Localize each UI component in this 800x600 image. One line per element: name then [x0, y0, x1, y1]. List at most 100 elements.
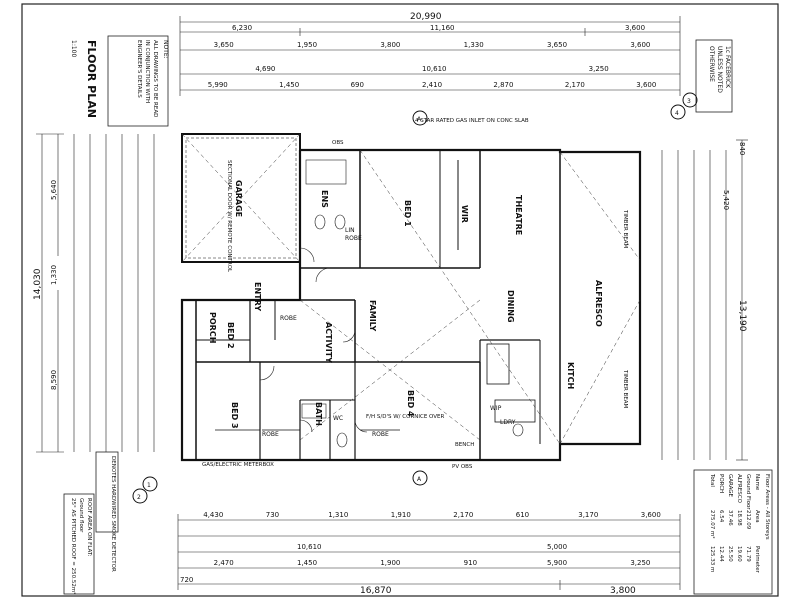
- svg-text:UNLESS NOTED: UNLESS NOTED: [716, 46, 723, 93]
- area-table-cell: 71.79: [745, 546, 751, 562]
- svg-text:Floor Areas - All Storeys: Floor Areas - All Storeys: [764, 474, 770, 540]
- top-row3-label: 4,690: [255, 65, 275, 73]
- top-row4-label: 690: [351, 81, 364, 89]
- bot-row3-label: 1,900: [380, 559, 400, 567]
- top-row2-label: 3,800: [380, 41, 400, 49]
- fh-cornice-note: F/H S/D'S W/ CORNICE OVER: [366, 414, 445, 420]
- top-row2-label: 3,600: [630, 41, 650, 49]
- top-row4-label: 2,870: [493, 81, 513, 89]
- area-table: Floor Areas - All Storeys NameAreaPerime…: [693, 469, 773, 595]
- dim-right-overall: 13,190: [737, 300, 747, 332]
- left-dimensions: [36, 133, 155, 453]
- gas-inlet-note: 4 STAR RATED GAS INLET ON CONC SLAB: [415, 118, 529, 124]
- top-row4-label: 2,170: [565, 81, 585, 89]
- note-line-2: IN CONJUNCTION WITH: [144, 40, 150, 103]
- bot-row3-label: 910: [464, 559, 477, 567]
- pv-obs-note: PV OBS: [452, 464, 473, 470]
- bench-note: BENCH: [455, 442, 474, 448]
- svg-text:OTHERWISE: OTHERWISE: [708, 46, 715, 82]
- area-table-cell: 25.50: [727, 546, 733, 562]
- dim-left-c: 1,330: [50, 265, 58, 285]
- svg-text:DENOTES HARDWIRED SMOKE DETECT: DENOTES HARDWIRED SMOKE DETECTOR: [110, 456, 116, 572]
- area-table-cell: Total: [709, 473, 715, 487]
- doors: [259, 247, 368, 433]
- gas-meter-note: GAS/ELECTRIC METERBOX: [202, 462, 274, 468]
- room-activity: ACTIVITY: [324, 322, 333, 363]
- bot-row1-label: 4,430: [203, 511, 223, 519]
- room-bed4: BED 4: [406, 390, 415, 417]
- area-table-cell: Perimeter: [754, 546, 760, 574]
- area-table-cell: 275.07 m²: [709, 510, 716, 539]
- top-row2-label: 1,950: [297, 41, 317, 49]
- dim-top-right: 3,600: [625, 24, 645, 32]
- top-row4-label: 5,990: [208, 81, 228, 89]
- room-wip: WIP: [490, 405, 502, 412]
- dim-left-overall: 14,030: [33, 268, 43, 300]
- dim-bottom-overall: 16,870: [360, 586, 392, 596]
- fixtures: [301, 159, 524, 448]
- room-ldry: LDRY: [500, 419, 516, 426]
- marker-4: 4: [675, 110, 679, 117]
- room-alfresco: ALFRESCO: [594, 280, 603, 327]
- room-theatre: THEATRE: [514, 195, 523, 235]
- room-porch: PORCH: [208, 312, 217, 343]
- note-line-1: ALL DRAWINGS TO BE READ: [152, 40, 158, 117]
- dim-right-a: 5,420: [722, 190, 730, 210]
- room-robe-2: ROBE: [372, 431, 389, 438]
- top-row3-label: 3,250: [589, 65, 609, 73]
- area-table-cell: Area: [754, 510, 760, 523]
- bot-row1-label: 1,910: [391, 511, 411, 519]
- note-line-3: ENGINEER'S DETAILS: [136, 40, 142, 98]
- area-table-cell: Name: [754, 474, 760, 491]
- bottom-dimensions: [177, 514, 681, 590]
- area-table-cell: 18.98: [736, 510, 742, 526]
- top-dimensions: [179, 16, 681, 96]
- svg-text:1c FACEBRICK: 1c FACEBRICK: [724, 46, 731, 89]
- room-lin: LIN: [345, 227, 355, 234]
- area-table-cell: ALFRESCO: [736, 474, 742, 504]
- bot-row3-label: 1,450: [297, 559, 317, 567]
- marker-2: 2: [137, 494, 141, 501]
- marker-a-top: A: [417, 116, 422, 123]
- area-table-cell: GARAGE: [727, 474, 733, 498]
- note-box: NOTE: ALL DRAWINGS TO BE READ IN CONJUNC…: [107, 35, 169, 127]
- smoke-legend: DENOTES HARDWIRED SMOKE DETECTOR: [95, 451, 119, 572]
- svg-text:Ground floor: Ground floor: [78, 498, 84, 533]
- area-table-cell: PORCH: [718, 474, 724, 493]
- right-dimensions: [661, 139, 748, 461]
- room-bath: BATH: [314, 402, 323, 426]
- dim-top-overall: 20,990: [410, 12, 442, 22]
- timber-beam-1: TIMBER BEAM: [622, 209, 628, 249]
- dim-left-b: 8,590: [50, 370, 58, 390]
- dim-right-top: 840: [738, 142, 746, 155]
- section-markers: [132, 92, 698, 504]
- dim-bottom-right: 3,800: [610, 586, 636, 596]
- scale-label: 1:100: [70, 40, 77, 57]
- marker-a-bottom: A: [417, 476, 422, 483]
- area-table-cell: 37.46: [727, 510, 733, 526]
- dim-left-a: 5,640: [50, 180, 58, 200]
- bot-row1-label: 3,600: [641, 511, 661, 519]
- timber-beam-2: TIMBER BEAM: [622, 369, 628, 409]
- bot-row2-label: 5,000: [547, 543, 567, 551]
- room-kitch: KITCH: [566, 362, 575, 389]
- top-row4-label: 2,410: [422, 81, 442, 89]
- area-table-cell: 212.09: [745, 510, 751, 530]
- marker-1: 1: [147, 482, 151, 489]
- room-labels: GARAGE ENS BED 1 WIR THEATRE ENTRY BED 2…: [208, 180, 603, 438]
- room-wc: WC: [333, 415, 343, 422]
- facebrick-note: 1c FACEBRICK UNLESS NOTED OTHERWISE: [695, 39, 733, 113]
- bot-row3-label: 2,470: [214, 559, 234, 567]
- bot-row2-label: 10,610: [297, 543, 322, 551]
- bot-row3-label: 3,250: [630, 559, 650, 567]
- dim-top-mid: 11,160: [430, 24, 455, 32]
- note-head: NOTE:: [162, 40, 169, 59]
- obs-note: OBS: [332, 140, 344, 146]
- room-dining: DINING: [506, 290, 515, 323]
- room-family: FAMILY: [368, 300, 377, 332]
- bot-row1-label: 610: [516, 511, 529, 519]
- area-table-cell: 125.33 m: [709, 546, 715, 572]
- dim-top-left: 6,230: [232, 24, 252, 32]
- top-row2-label: 1,330: [464, 41, 484, 49]
